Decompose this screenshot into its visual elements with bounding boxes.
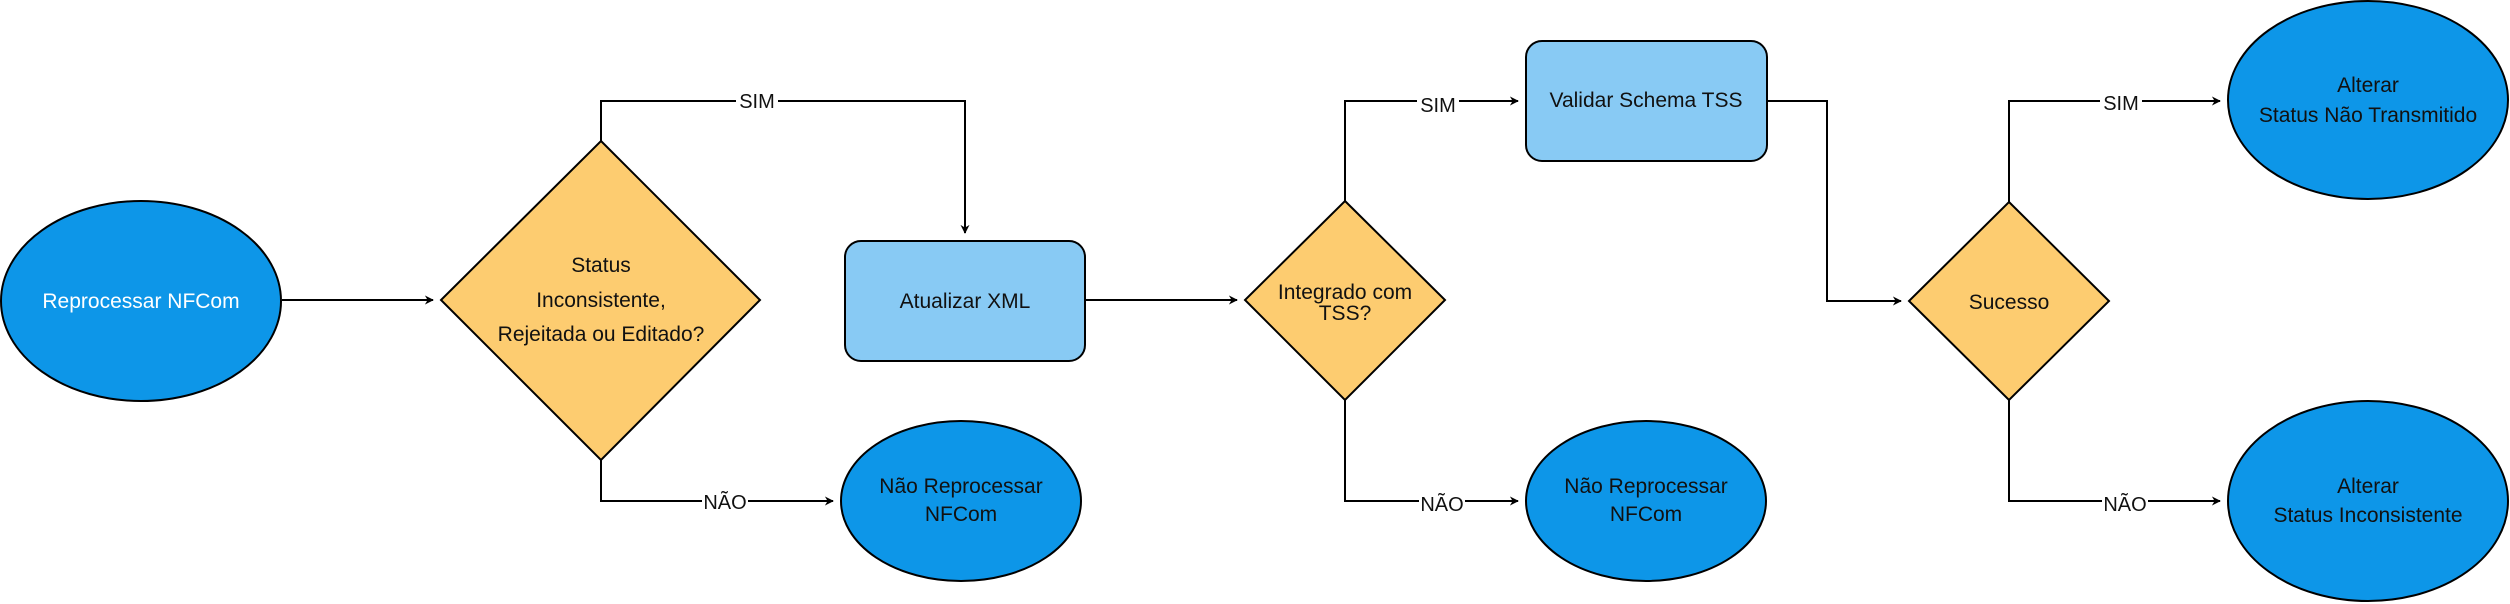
node-process-atualizar-xml[interactable]: Atualizar XML bbox=[844, 240, 1086, 362]
edge-label-tss-sim: SIM bbox=[1417, 92, 1459, 117]
edge-status-decision-sim bbox=[600, 100, 970, 234]
svg-text:NÃO: NÃO bbox=[2103, 492, 2146, 516]
edge-label-success-sim: SIM bbox=[2100, 92, 2142, 115]
node-end-nao-reprocessar-1[interactable]: Não Reprocessar NFCom bbox=[840, 420, 1082, 582]
edge-label-success-nao: NÃO bbox=[2102, 492, 2148, 516]
node-decision-sucesso[interactable]: Sucesso bbox=[1907, 200, 2111, 402]
node-label-line: Status Inconsistente bbox=[2273, 504, 2462, 527]
node-decision-status[interactable]: Status Inconsistente, Rejeitada ou Edita… bbox=[439, 139, 762, 462]
node-label-line: Integrado com bbox=[1278, 281, 1412, 304]
svg-text:NÃO: NÃO bbox=[703, 490, 746, 514]
node-label-line: Status Não Transmitido bbox=[2259, 104, 2477, 127]
node-decision-integrado-tss[interactable]: Integrado com TSS? bbox=[1243, 199, 1447, 402]
node-label-line: Inconsistente, bbox=[536, 289, 666, 312]
node-label-line: NFCom bbox=[925, 503, 997, 526]
node-label-line: TSS? bbox=[1319, 302, 1372, 325]
node-label: Reprocessar NFCom bbox=[42, 290, 239, 313]
edge-success-decision-sim bbox=[2008, 96, 2221, 202]
node-label-line: Rejeitada ou Editado? bbox=[498, 323, 705, 346]
node-label-line: Alterar bbox=[2337, 475, 2399, 498]
edge-tss-decision-sim bbox=[1344, 96, 1519, 201]
svg-text:SIM: SIM bbox=[739, 91, 775, 113]
node-label-line: NFCom bbox=[1610, 503, 1682, 526]
node-label-line: Não Reprocessar bbox=[879, 475, 1042, 498]
node-end-status-inconsistente[interactable]: Alterar Status Inconsistente bbox=[2227, 400, 2509, 602]
node-label-line: Alterar bbox=[2337, 74, 2399, 97]
node-label: Validar Schema TSS bbox=[1550, 89, 1743, 112]
edge-label-status-nao: NÃO bbox=[702, 490, 748, 514]
node-label-line: Status bbox=[571, 254, 631, 277]
node-label: Sucesso bbox=[1969, 291, 2050, 314]
node-start-reprocessar-nfcom[interactable]: Reprocessar NFCom bbox=[0, 200, 282, 402]
node-end-nao-reprocessar-2[interactable]: Não Reprocessar NFCom bbox=[1525, 420, 1767, 582]
edge-label-tss-nao: NÃO bbox=[1419, 492, 1465, 516]
node-label-line: Não Reprocessar bbox=[1564, 475, 1727, 498]
edge-label-status-sim: SIM bbox=[736, 90, 778, 113]
node-end-status-nao-transmitido[interactable]: Alterar Status Não Transmitido bbox=[2227, 0, 2509, 200]
edge-status-decision-nao bbox=[600, 460, 834, 506]
node-label: Atualizar XML bbox=[900, 290, 1031, 313]
svg-text:SIM: SIM bbox=[2103, 93, 2139, 115]
node-process-validar-schema[interactable]: Validar Schema TSS bbox=[1525, 40, 1768, 162]
edge-validate-to-success-decision bbox=[1767, 100, 1902, 306]
svg-text:NÃO: NÃO bbox=[1420, 492, 1463, 516]
edge-tss-decision-nao bbox=[1344, 400, 1519, 506]
edge-success-decision-nao bbox=[2008, 400, 2221, 506]
svg-text:SIM: SIM bbox=[1420, 95, 1456, 117]
edges bbox=[282, 96, 2221, 506]
